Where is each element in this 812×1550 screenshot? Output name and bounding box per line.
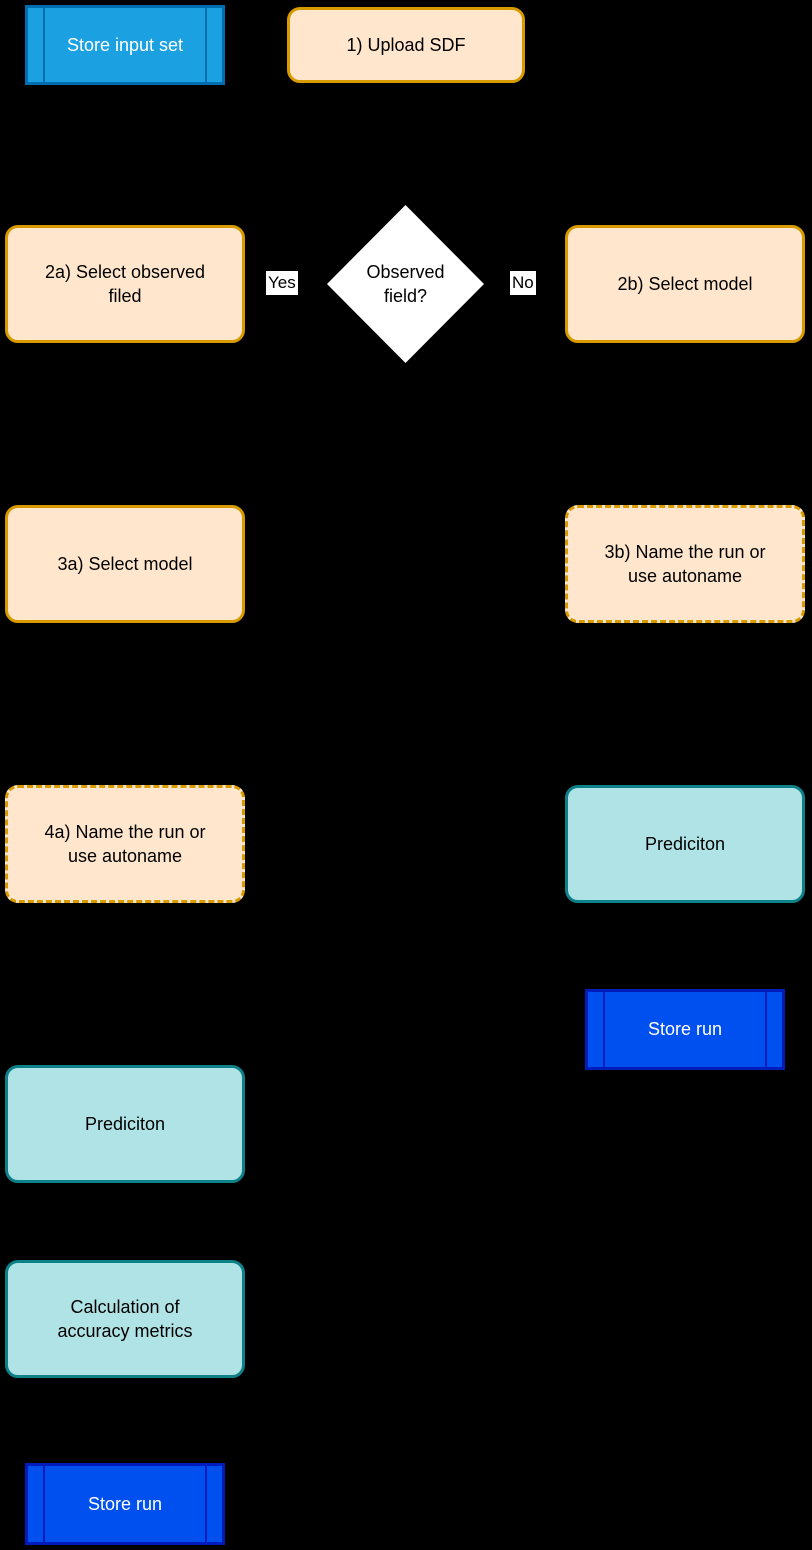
node-prediction-left: Prediciton — [5, 1065, 245, 1183]
predefined-process-left-bar — [43, 1466, 45, 1542]
predefined-process-right-bar — [205, 1466, 207, 1542]
node-select-model-3a: 3a) Select model — [5, 505, 245, 623]
node-label: 2a) Select observed filed — [44, 261, 206, 306]
edge-label-yes: Yes — [266, 271, 298, 295]
node-label: 4a) Name the run or use autoname — [44, 821, 206, 866]
node-store-input-set: Store input set — [25, 5, 225, 85]
node-label: 3b) Name the run or use autoname — [604, 541, 766, 586]
node-label: Calculation of accuracy metrics — [57, 1296, 193, 1341]
edge-label-no: No — [510, 271, 536, 295]
node-label: 2b) Select model — [617, 273, 753, 294]
node-name-run-4a: 4a) Name the run or use autoname — [5, 785, 245, 903]
predefined-process-right-bar — [765, 992, 767, 1067]
node-label: Store run — [87, 1493, 163, 1514]
node-decision-observed-field: Observed field? — [327, 205, 484, 363]
predefined-process-left-bar — [43, 8, 45, 82]
node-label: Prediciton — [84, 1113, 166, 1134]
node-name-run-3b: 3b) Name the run or use autoname — [565, 505, 805, 623]
node-prediction-right: Prediciton — [565, 785, 805, 903]
node-upload-sdf: 1) Upload SDF — [287, 7, 525, 83]
node-label: Observed field? — [366, 261, 445, 306]
node-store-run-right: Store run — [585, 989, 785, 1070]
node-select-model-2b: 2b) Select model — [565, 225, 805, 343]
node-label: Prediciton — [644, 833, 726, 854]
predefined-process-left-bar — [603, 992, 605, 1067]
node-select-observed-field: 2a) Select observed filed — [5, 225, 245, 343]
node-label: Store input set — [66, 34, 184, 55]
predefined-process-right-bar — [205, 8, 207, 82]
node-label: 3a) Select model — [57, 553, 193, 574]
node-label: 1) Upload SDF — [346, 34, 466, 55]
node-label: Store run — [647, 1019, 723, 1040]
node-store-run-left: Store run — [25, 1463, 225, 1545]
node-calculation-accuracy-metrics: Calculation of accuracy metrics — [5, 1260, 245, 1378]
